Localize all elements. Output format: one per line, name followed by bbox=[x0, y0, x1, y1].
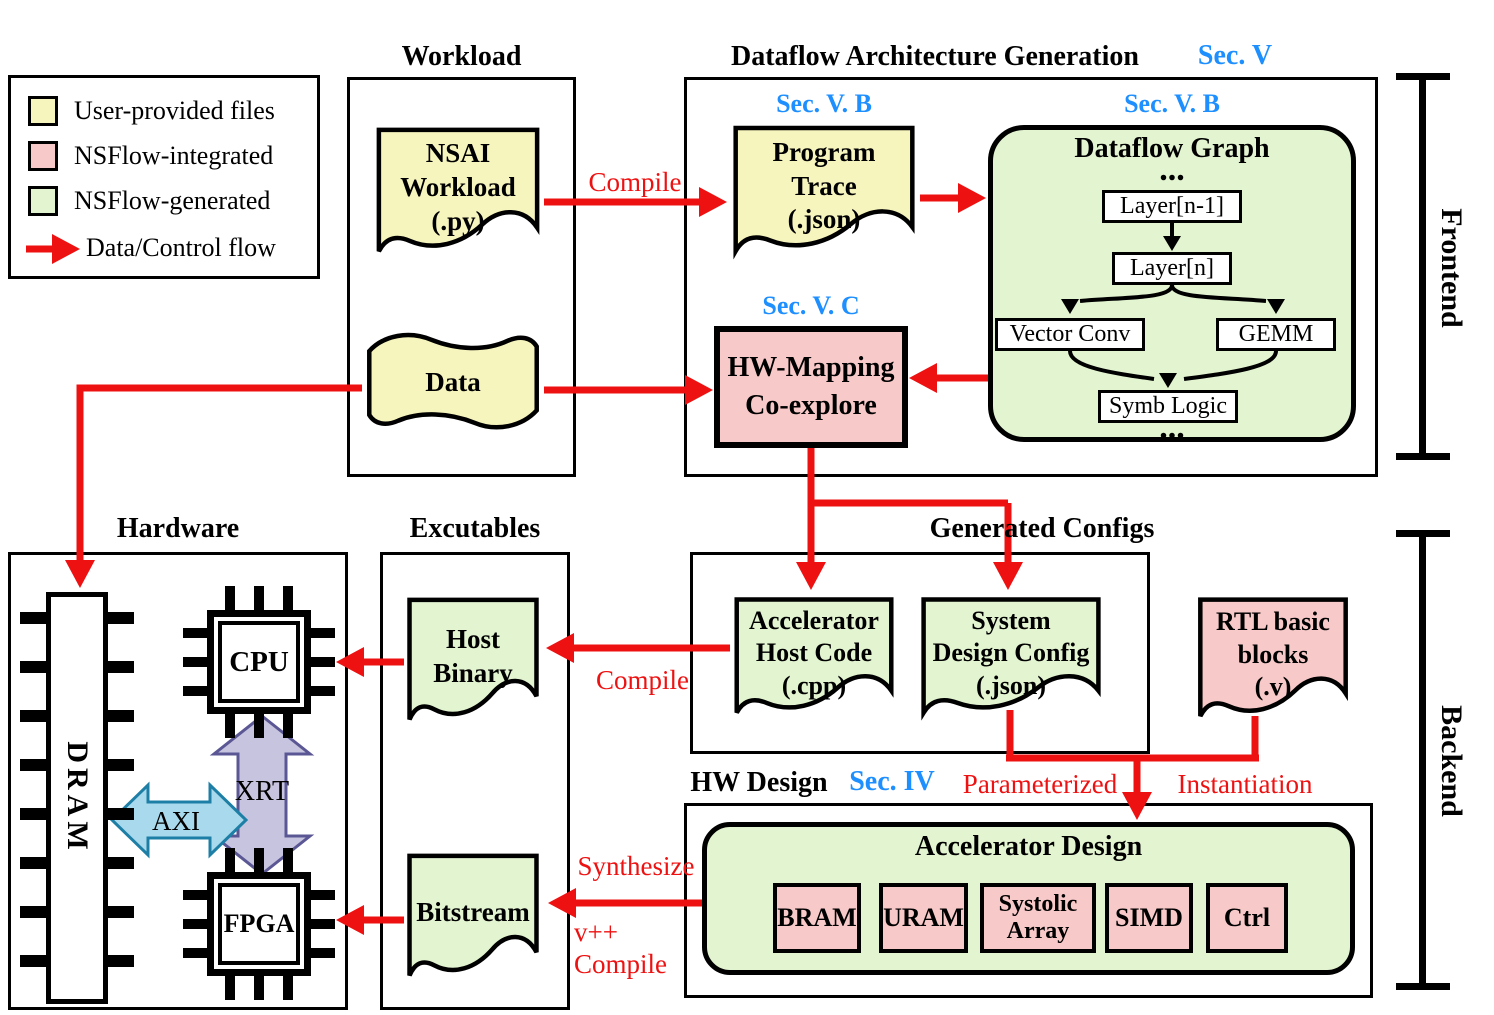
workload-title: Workload bbox=[401, 41, 522, 72]
backend-label: Backend bbox=[1435, 705, 1468, 817]
dram-label: DRAM bbox=[61, 741, 94, 855]
frontend-bracket-bottom-cap bbox=[1396, 453, 1450, 460]
executables-title: Excutables bbox=[409, 513, 541, 544]
program-trace-label: Program Trace (.json) bbox=[772, 136, 876, 235]
compile-mid-flow-label: Compile bbox=[596, 665, 689, 695]
dram-pins-left-icon bbox=[20, 612, 46, 968]
cpu-chip: CPU bbox=[207, 610, 311, 714]
legend-label-nsflow-integrated: NSFlow-integrated bbox=[74, 141, 274, 170]
cpu-pins-top-icon bbox=[225, 586, 293, 610]
fpga-pins-right-icon bbox=[311, 890, 335, 958]
document-icon bbox=[372, 124, 544, 272]
document-icon bbox=[1194, 594, 1352, 736]
nsai-workload-doc: NSAI Workload (.py) bbox=[372, 124, 544, 272]
fpga-pins-bottom-icon bbox=[225, 976, 293, 1000]
block-systolic-array: Systolic Array bbox=[980, 883, 1096, 953]
system-design-config-doc: System Design Config (.json) bbox=[916, 594, 1106, 732]
fpga-label: FPGA bbox=[218, 883, 300, 965]
data-doc: Data bbox=[362, 326, 544, 440]
cpu-pins-left-icon bbox=[183, 628, 207, 696]
cpu-pins-bottom-icon bbox=[225, 714, 293, 738]
cpu-pins-right-icon bbox=[311, 628, 335, 696]
parameterized-flow-label: Parameterized bbox=[962, 769, 1118, 799]
compile-top-flow-label: Compile bbox=[588, 167, 682, 197]
host-binary-doc: Host Binary bbox=[404, 594, 542, 740]
backend-bracket-line bbox=[1419, 530, 1426, 990]
instantiation-flow-label: Instantiation bbox=[1177, 769, 1313, 799]
document-icon bbox=[730, 594, 898, 732]
axi-label: AXI bbox=[152, 806, 200, 836]
cpu-label: CPU bbox=[218, 621, 300, 703]
frontend-bracket-line bbox=[1419, 73, 1426, 460]
bitstream-doc: Bitstream bbox=[404, 850, 542, 996]
legend-swatch-nsflow-integrated bbox=[28, 141, 58, 171]
graph-node-symb-logic: Symb Logic bbox=[1098, 390, 1238, 423]
legend-label-user-provided: User-provided files bbox=[74, 96, 275, 125]
host-binary-label: Host Binary bbox=[433, 624, 513, 688]
rtl-basic-blocks-label: RTL basic blocks (.v) bbox=[1216, 607, 1330, 702]
hw-mapping-box: HW-Mapping Co-explore bbox=[714, 326, 908, 448]
dram-chip: DRAM bbox=[46, 592, 108, 1004]
bitstream-label: Bitstream bbox=[416, 896, 530, 927]
legend-swatch-nsflow-generated bbox=[28, 186, 58, 216]
document-icon bbox=[404, 594, 542, 740]
legend-label-flow: Data/Control flow bbox=[86, 233, 276, 262]
xrt-label: XRT bbox=[234, 776, 290, 807]
dram-pins-right-icon bbox=[108, 612, 134, 968]
program-trace-doc: Program Trace (.json) bbox=[728, 122, 920, 272]
graph-node-layer-prev: Layer[n-1] bbox=[1102, 190, 1242, 223]
graph-ellipsis-bottom: ... bbox=[1159, 409, 1185, 446]
document-icon bbox=[404, 850, 542, 996]
frontend-label: Frontend bbox=[1435, 208, 1468, 328]
system-design-config-label: System Design Config (.json) bbox=[932, 605, 1090, 700]
fpga-pins-top-icon bbox=[225, 848, 293, 872]
hw-mapping-sec: Sec. V. C bbox=[762, 291, 860, 320]
program-trace-sec: Sec. V. B bbox=[776, 89, 872, 118]
accelerator-host-code-doc: Accelerator Host Code (.cpp) bbox=[730, 594, 898, 732]
graph-node-gemm: GEMM bbox=[1216, 318, 1336, 351]
hw-design-sec: Sec. IV bbox=[849, 766, 935, 797]
data-doc-label: Data bbox=[425, 367, 481, 398]
graph-node-vector-conv: Vector Conv bbox=[995, 318, 1145, 351]
backend-bracket-bottom-cap bbox=[1396, 983, 1450, 990]
legend-label-nsflow-generated: NSFlow-generated bbox=[74, 186, 271, 215]
graph-node-layer-n: Layer[n] bbox=[1112, 252, 1232, 285]
document-icon bbox=[916, 594, 1106, 732]
block-bram: BRAM bbox=[773, 883, 861, 953]
block-simd: SIMD bbox=[1105, 883, 1193, 953]
rtl-basic-blocks-doc: RTL basic blocks (.v) bbox=[1194, 594, 1352, 736]
accelerator-host-code-label: Accelerator Host Code (.cpp) bbox=[749, 605, 879, 700]
synthesize-flow-label: Synthesize bbox=[577, 851, 695, 881]
dataflow-gen-sec: Sec. V bbox=[1197, 40, 1273, 71]
graph-ellipsis-top: ... bbox=[1159, 151, 1185, 188]
wavy-document-icon bbox=[362, 326, 544, 440]
fpga-pins-left-icon bbox=[183, 890, 207, 958]
document-icon bbox=[728, 122, 920, 272]
dataflow-graph-title: Dataflow Graph bbox=[1074, 133, 1270, 164]
block-ctrl: Ctrl bbox=[1206, 883, 1288, 953]
fpga-chip: FPGA bbox=[207, 872, 311, 976]
dataflow-gen-title: Dataflow Architecture Generation bbox=[731, 41, 1139, 72]
accelerator-design-title: Accelerator Design bbox=[914, 831, 1143, 862]
block-uram: URAM bbox=[879, 883, 968, 953]
nsai-workload-label: NSAI Workload (.py) bbox=[400, 138, 516, 236]
hw-design-title: HW Design bbox=[690, 767, 828, 798]
hardware-title: Hardware bbox=[116, 513, 240, 544]
dataflow-graph-sec: Sec. V. B bbox=[1124, 89, 1220, 118]
legend-swatch-user-provided bbox=[28, 96, 58, 126]
vpp-compile-flow-label: v++ Compile bbox=[574, 917, 667, 979]
generated-configs-title: Generated Configs bbox=[929, 513, 1155, 544]
